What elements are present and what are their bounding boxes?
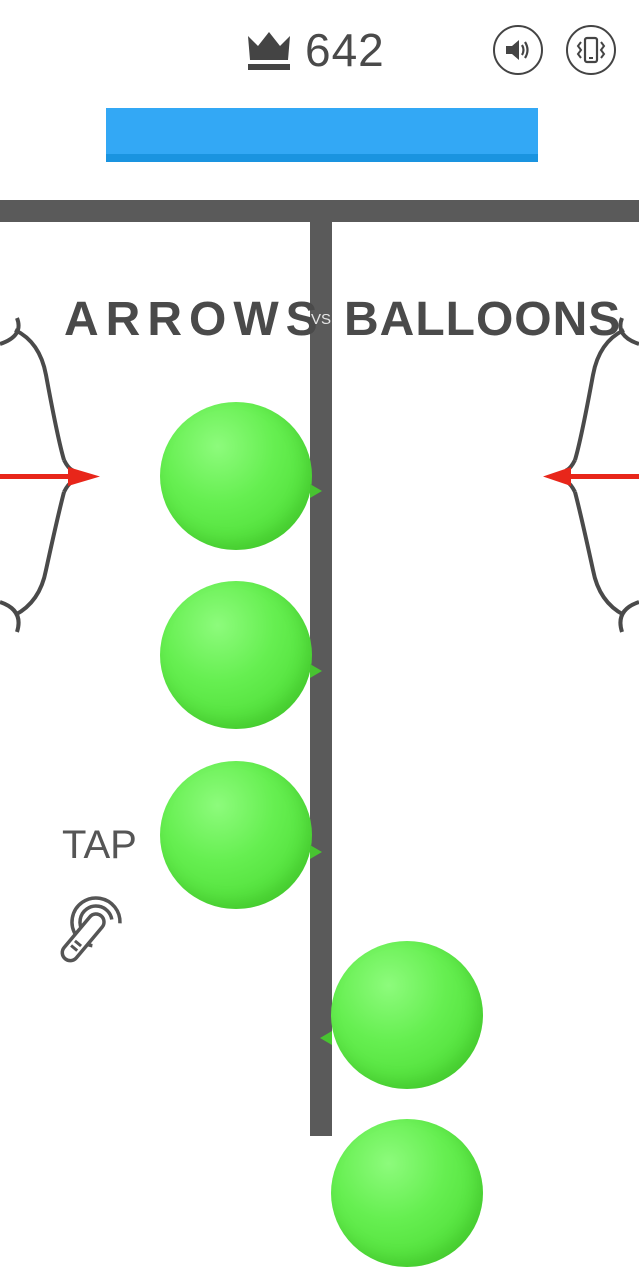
vibrate-icon [576, 36, 606, 64]
vibrate-toggle-button[interactable] [566, 25, 616, 75]
right-arrow [543, 467, 639, 486]
sound-toggle-button[interactable] [493, 25, 543, 75]
left-bow[interactable] [0, 310, 110, 640]
left-arrow [0, 467, 100, 486]
balloon-knot [310, 484, 322, 498]
balloon [160, 761, 312, 909]
balloon-knot [310, 845, 322, 859]
title-vs: VS [311, 311, 332, 328]
level-progress-bar [106, 108, 538, 162]
balloon-knot [310, 664, 322, 678]
finger-tap-icon [60, 896, 122, 963]
title-arrows: ARROWS [64, 293, 325, 346]
tap-hint-label: TAP [62, 823, 137, 867]
level-progress-fill [106, 108, 538, 154]
balloon [160, 402, 312, 550]
crown-icon [248, 32, 290, 70]
right-bow[interactable] [529, 310, 639, 640]
balloon [160, 581, 312, 729]
balloon [331, 1119, 483, 1267]
balloon [331, 941, 483, 1089]
balloon-knot [320, 1031, 332, 1045]
best-score: 642 [305, 24, 385, 76]
speaker-icon [506, 40, 529, 60]
title-balloons: BALLOONS [344, 293, 622, 346]
